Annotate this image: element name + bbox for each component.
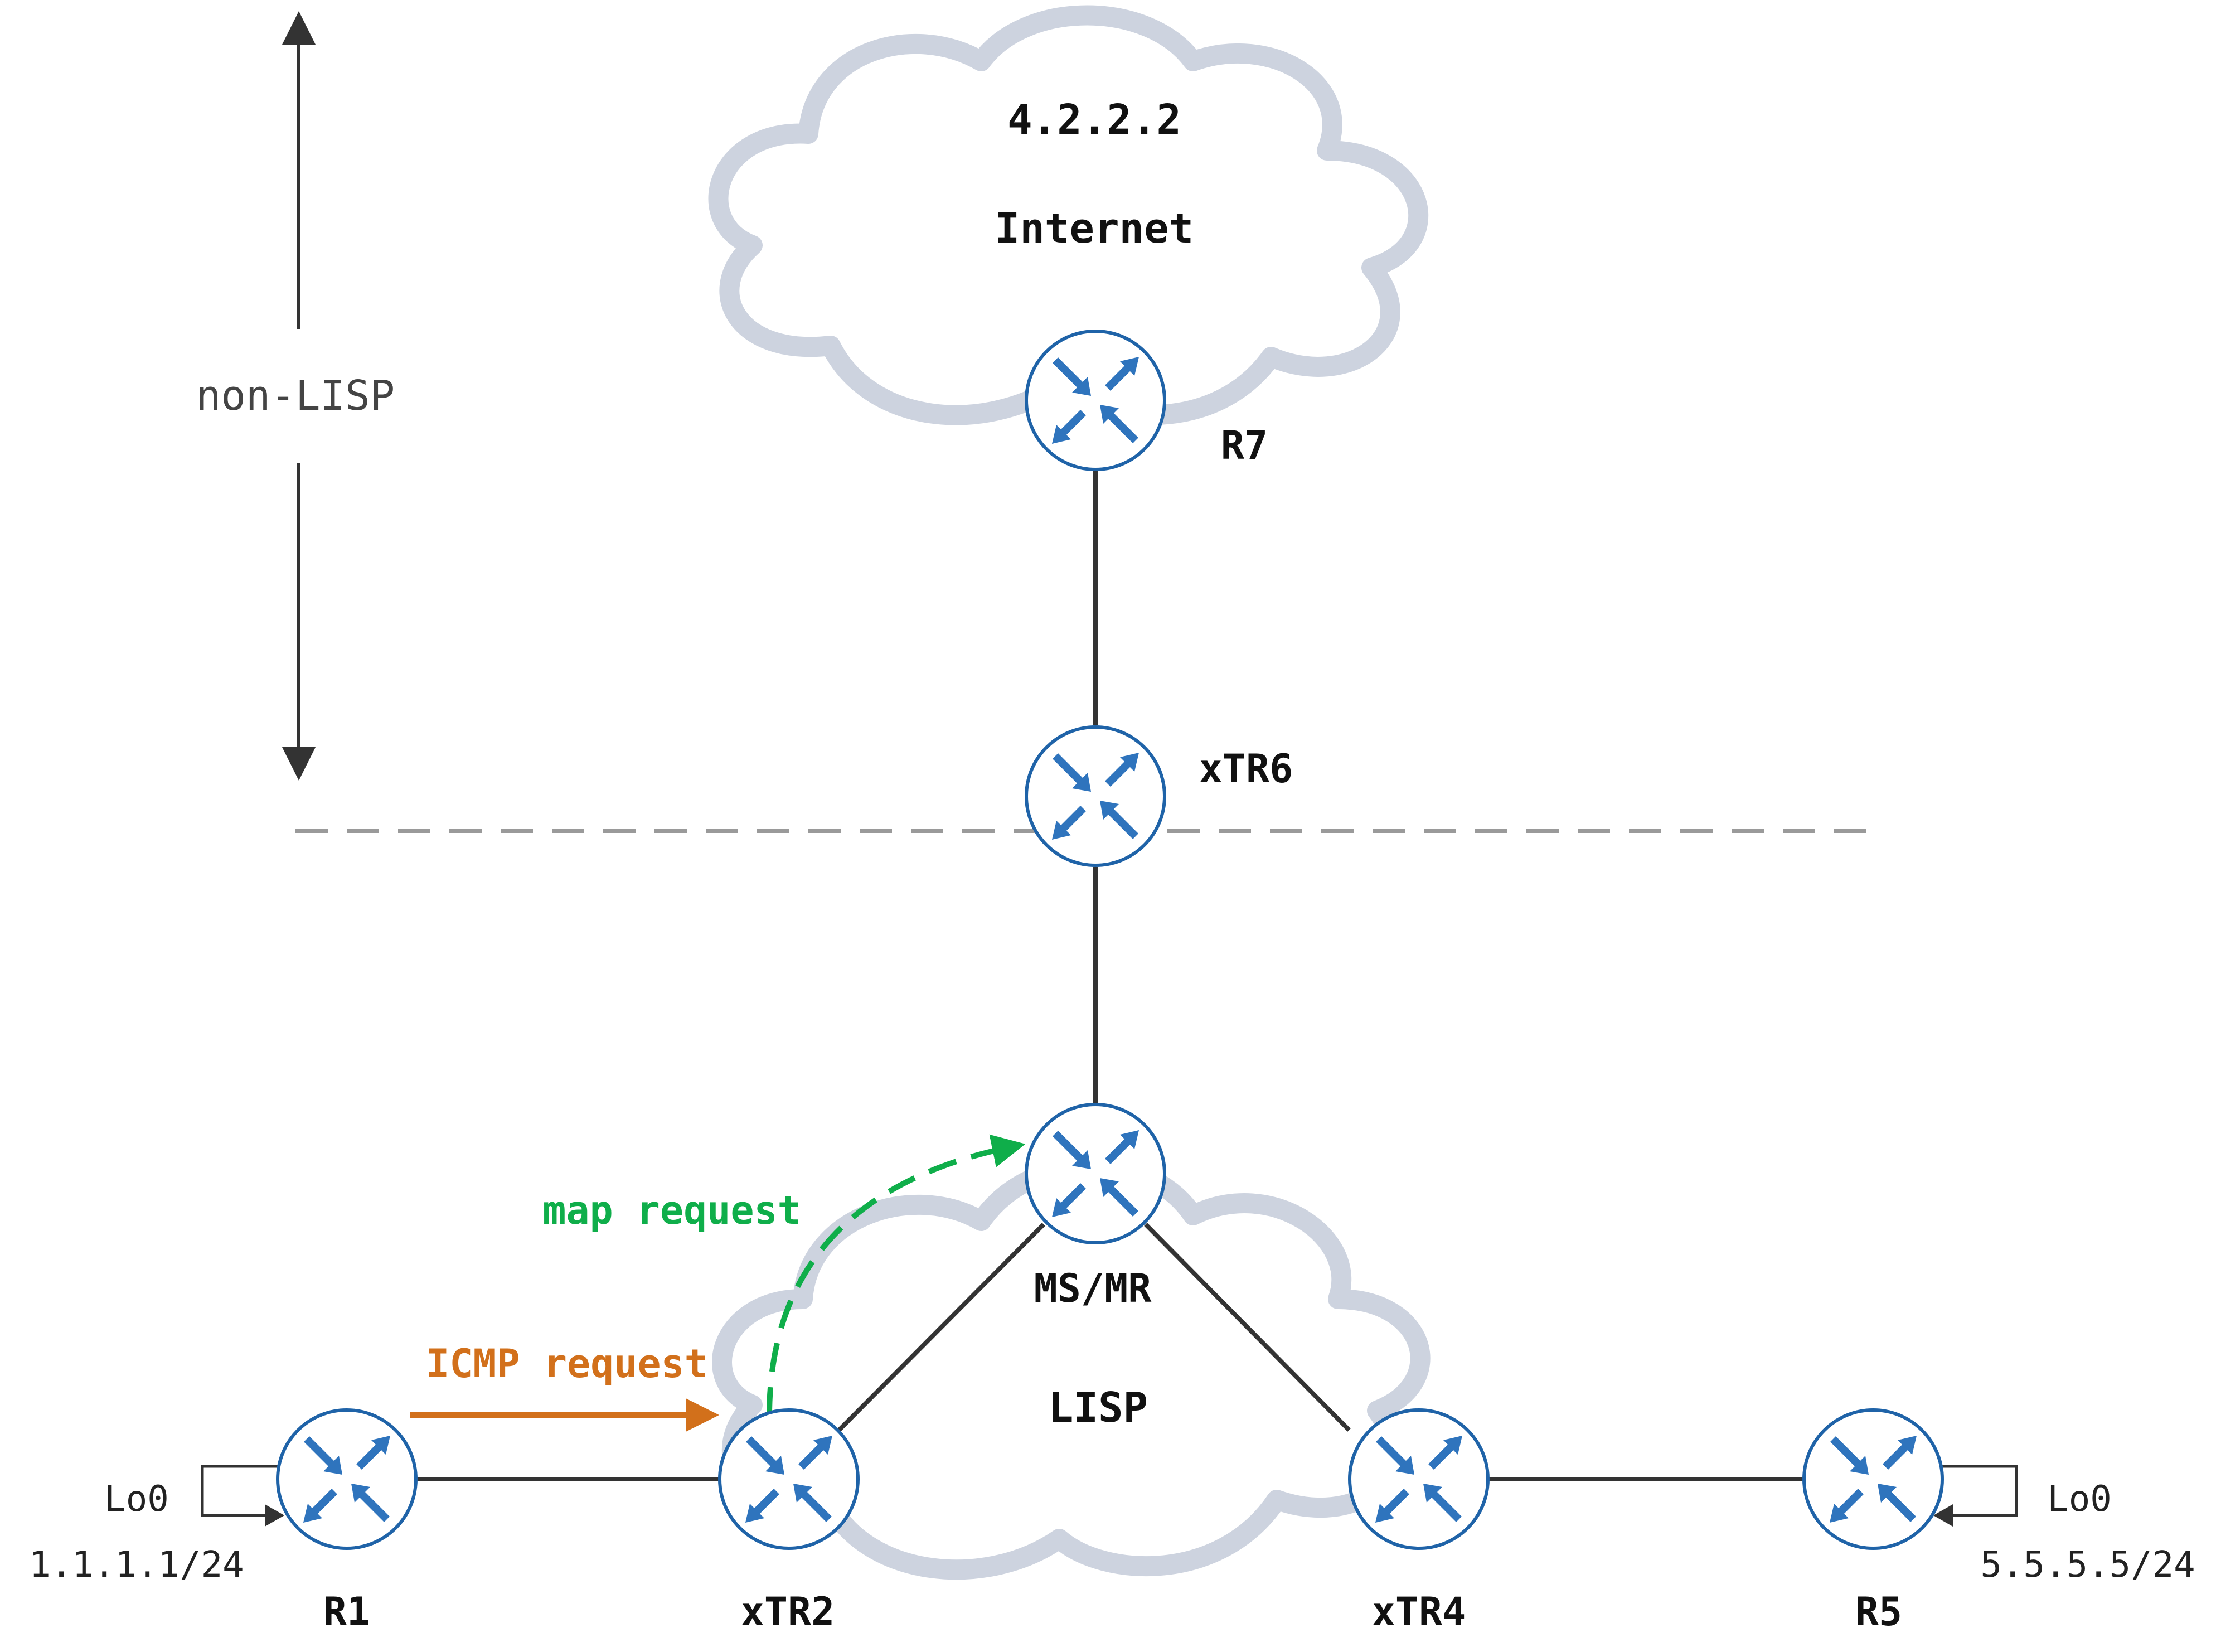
lisp-cloud [712, 1156, 1431, 1580]
loopback-r5 [1933, 1465, 2018, 1527]
non-lisp-label: non-LISP [196, 372, 395, 420]
router-xtr6[interactable] [1026, 727, 1165, 865]
router-label-xtr2: xTR2 [741, 1589, 835, 1635]
link-msmr-xtr4 [1144, 1223, 1351, 1432]
router-label-r7: R7 [1221, 423, 1268, 468]
map-request-arrow [767, 1134, 1026, 1417]
router-label-msmr: MS/MR [1034, 1266, 1152, 1311]
router-r1[interactable] [278, 1410, 416, 1548]
map-request-label: map request [542, 1188, 801, 1233]
links [417, 471, 1803, 1481]
router-label-xtr4: xTR4 [1372, 1589, 1466, 1635]
loopback-r1-name: Lo0 [104, 1479, 169, 1520]
internet-label: Internet [995, 205, 1194, 253]
router-xtr4[interactable] [1350, 1410, 1488, 1548]
router-msmr[interactable] [1026, 1104, 1165, 1243]
router-label-r1: R1 [323, 1589, 370, 1635]
loopback-r1-address: 1.1.1.1/24 [29, 1544, 244, 1586]
internet-ip-label: 4.2.2.2 [1007, 96, 1181, 144]
router-xtr2[interactable] [720, 1410, 858, 1548]
link-msmr-xtr2 [837, 1223, 1045, 1432]
lisp-label: LISP [1049, 1384, 1148, 1432]
icmp-request-label: ICMP request [426, 1341, 708, 1387]
loopback-r1 [201, 1465, 284, 1527]
router-label-r5: R5 [1855, 1589, 1902, 1635]
loopback-r5-address: 5.5.5.5/24 [1980, 1544, 2195, 1586]
router-r5[interactable] [1804, 1410, 1942, 1548]
router-r7[interactable] [1026, 331, 1165, 469]
router-label-xtr6: xTR6 [1199, 746, 1293, 792]
loopback-r5-name: Lo0 [2047, 1479, 2112, 1520]
